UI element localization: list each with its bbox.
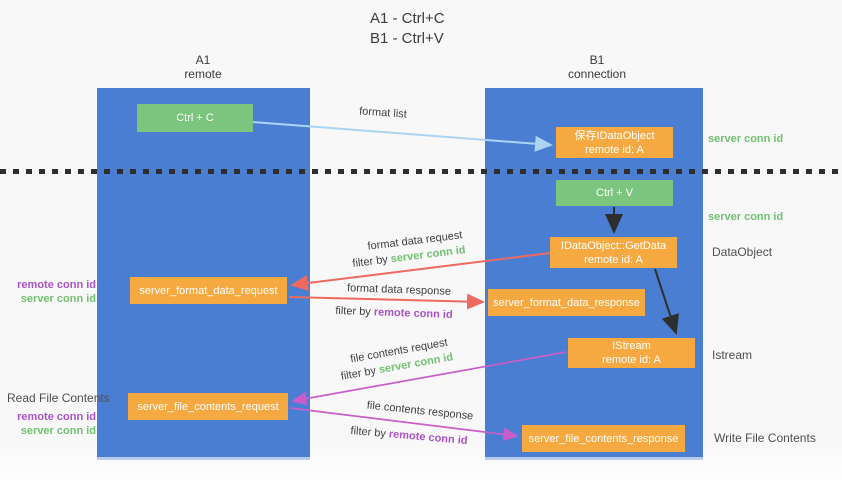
dashed-separator-line bbox=[0, 169, 842, 174]
label-dataobject: DataObject bbox=[712, 245, 773, 259]
node-idataobject-getdata: IDataObject::GetData remote id: A bbox=[550, 237, 677, 268]
filter-by-text: filter by bbox=[350, 424, 387, 440]
lane-b1-sub: connection bbox=[567, 67, 627, 81]
node-save-line1: 保存IDataObject bbox=[574, 129, 655, 142]
title-line-2: B1 - Ctrl+V bbox=[370, 30, 444, 47]
remote-conn-id-text: remote conn id bbox=[388, 428, 468, 448]
node-save-line2: remote id: A bbox=[585, 143, 644, 156]
node-getdata-line1: IDataObject::GetData bbox=[560, 239, 667, 252]
filter-by-text: filter by bbox=[339, 364, 377, 383]
label-format-list: format list bbox=[358, 105, 408, 121]
lane-header-b1: B1 connection bbox=[527, 53, 667, 81]
label-read-file-contents: Read File Contents bbox=[7, 391, 110, 405]
remote-conn-id-text: remote conn id bbox=[373, 306, 453, 322]
label-filter-by-remote-conn-id-1: filter by remote conn id bbox=[335, 305, 453, 321]
label-remote-conn-id-file: remote conn id bbox=[17, 411, 96, 423]
label-remote-conn-id-format: remote conn id bbox=[17, 279, 96, 291]
label-write-file-contents: Write File Contents bbox=[714, 431, 816, 445]
filter-by-text: filter by bbox=[351, 253, 389, 270]
node-server-file-contents-request: server_file_contents_request bbox=[128, 393, 288, 420]
node-server-file-contents-response: server_file_contents_response bbox=[522, 425, 685, 452]
node-ctrl-c: Ctrl + C bbox=[137, 104, 253, 132]
label-file-contents-response: file contents response bbox=[366, 399, 474, 423]
label-server-conn-id-format: server conn id bbox=[20, 293, 96, 305]
label-server-conn-id-mid-right: server conn id bbox=[708, 211, 784, 223]
diagram-title: A1 - Ctrl+C B1 - Ctrl+V bbox=[370, 9, 445, 49]
lane-a1-name: A1 bbox=[195, 53, 211, 67]
node-file-request-label: server_file_contents_request bbox=[137, 400, 279, 413]
label-server-conn-id-top-right: server conn id bbox=[708, 133, 784, 145]
label-istream: Istream bbox=[712, 348, 753, 362]
node-istream-line2: remote id: A bbox=[602, 354, 661, 366]
node-server-format-data-response: server_format_data_response bbox=[488, 289, 645, 316]
node-format-response-label: server_format_data_response bbox=[493, 296, 640, 309]
node-format-request-label: server_format_data_request bbox=[139, 284, 278, 297]
label-filter-by-remote-conn-id-2: filter by remote conn id bbox=[350, 425, 468, 447]
title-line-1: A1 - Ctrl+C bbox=[370, 10, 445, 27]
node-getdata-line2: remote id: A bbox=[584, 253, 643, 266]
node-istream-line1: IStream bbox=[612, 340, 651, 352]
node-ctrl-v: Ctrl + V bbox=[556, 180, 673, 206]
label-format-data-response: format data response bbox=[346, 282, 452, 298]
node-file-response-label: server_file_contents_response bbox=[528, 432, 679, 445]
lane-b1-name: B1 bbox=[589, 53, 605, 67]
label-server-conn-id-file: server conn id bbox=[20, 425, 96, 437]
filter-by-text: filter by bbox=[335, 304, 372, 319]
node-ctrl-c-label: Ctrl + C bbox=[176, 112, 214, 124]
node-server-format-data-request: server_format_data_request bbox=[130, 277, 287, 304]
arrow-format-data-response bbox=[288, 293, 485, 310]
lane-a1-sub: remote bbox=[184, 67, 222, 81]
node-istream: IStream remote id: A bbox=[568, 338, 695, 368]
lane-header-a1: A1 remote bbox=[133, 53, 273, 81]
node-save-idataobject: 保存IDataObject remote id: A bbox=[556, 127, 673, 158]
node-ctrl-v-label: Ctrl + V bbox=[596, 187, 633, 199]
